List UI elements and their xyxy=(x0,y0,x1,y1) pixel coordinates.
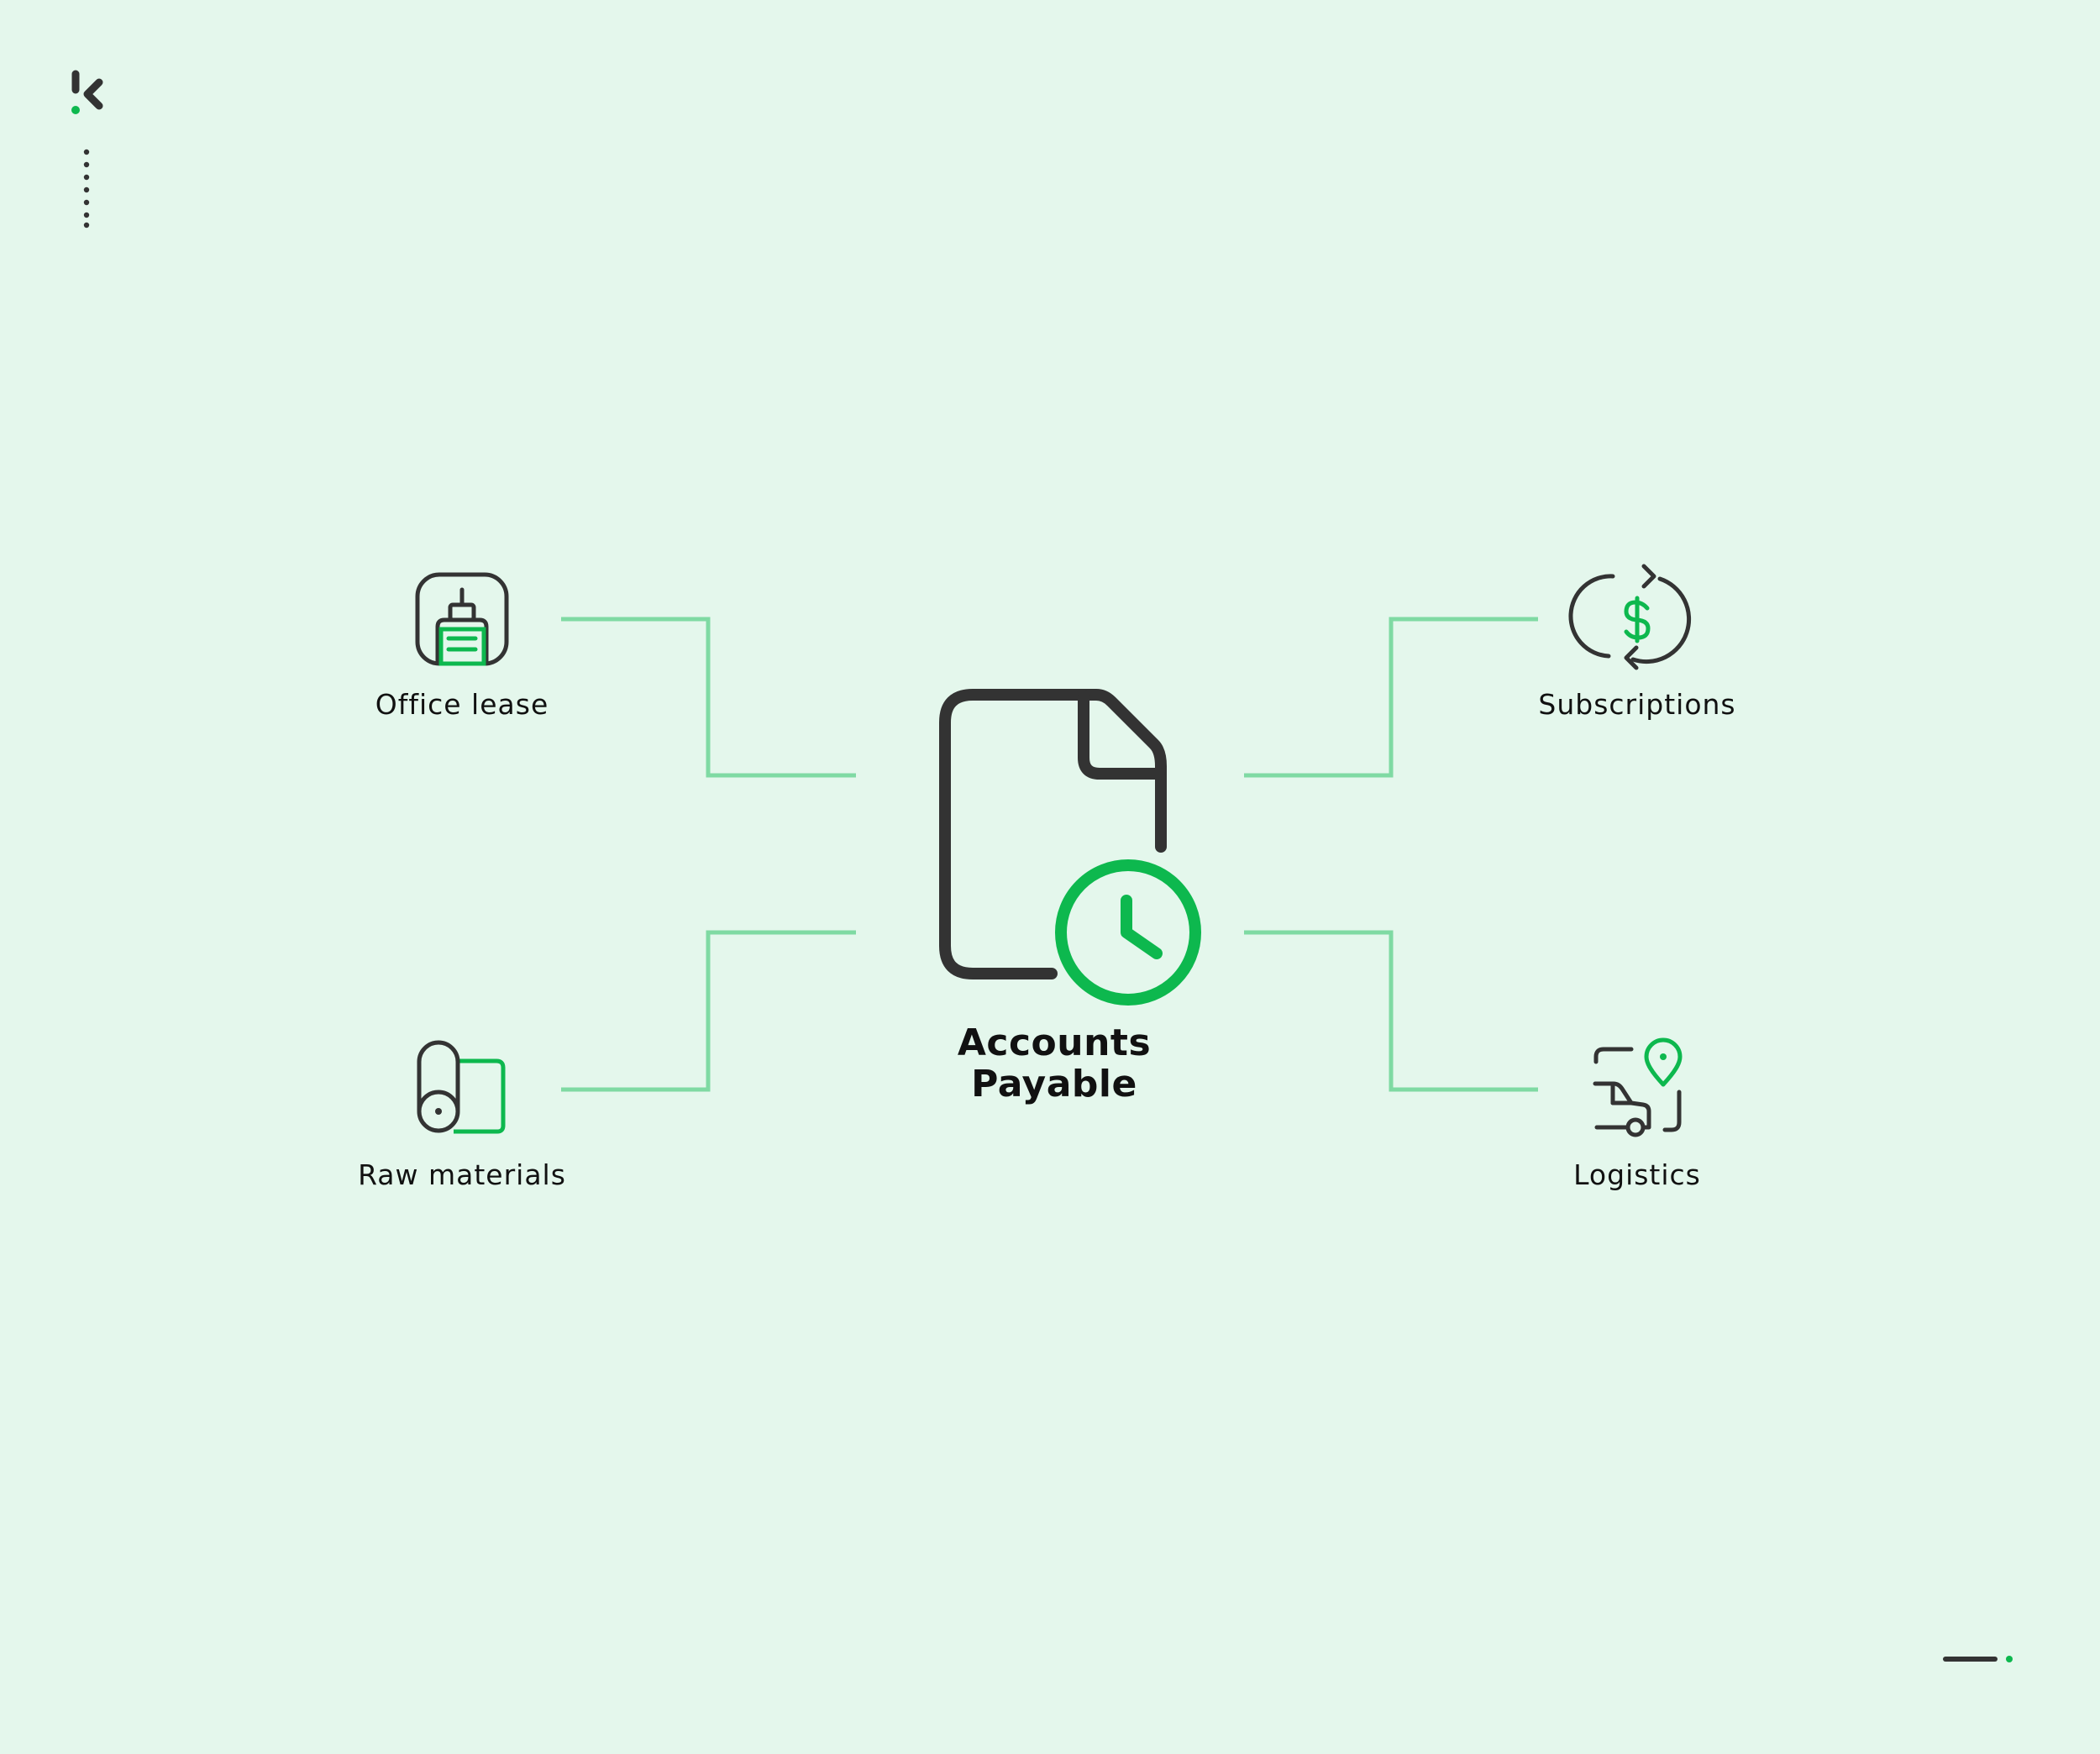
material-roll-icon xyxy=(417,1040,506,1134)
delivery-van-location-icon xyxy=(1593,1037,1683,1137)
category-label-office-lease: Office lease xyxy=(375,688,549,721)
center-title-line1: Accounts xyxy=(957,1021,1152,1064)
center-title: Accounts Payable xyxy=(958,1022,1151,1105)
connector-logistics xyxy=(1244,930,1538,1092)
category-label-logistics: Logistics xyxy=(1573,1158,1701,1191)
connector-subscriptions xyxy=(1244,617,1538,778)
center-title-line2: Payable xyxy=(971,1063,1137,1105)
office-building-icon xyxy=(415,572,509,666)
dotted-line-decoration xyxy=(83,149,90,228)
category-label-raw-materials: Raw materials xyxy=(358,1158,566,1191)
document-clock-icon xyxy=(939,689,1201,1006)
connector-raw-materials xyxy=(561,930,856,1092)
category-label-subscriptions: Subscriptions xyxy=(1538,688,1736,721)
dash-dot-decoration xyxy=(1943,1656,2013,1662)
recurring-dollar-icon xyxy=(1568,564,1692,670)
kolleno-k-logo-icon xyxy=(71,70,103,114)
connector-office-lease xyxy=(561,617,856,778)
